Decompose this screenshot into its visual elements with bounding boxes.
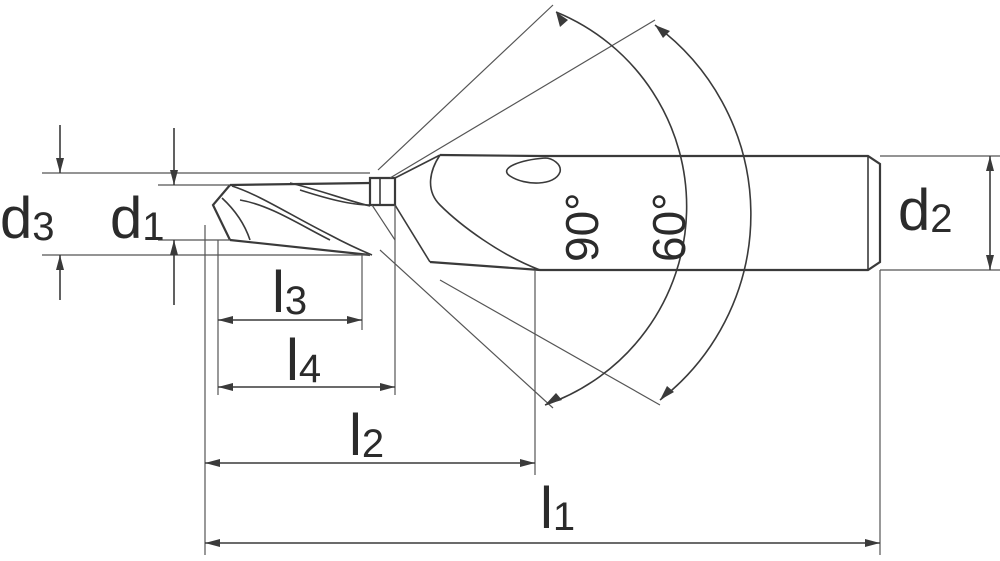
label-l1: l1 bbox=[540, 476, 575, 541]
extension-lines bbox=[42, 4, 1000, 555]
angle-60-label: 60° bbox=[643, 192, 695, 262]
drill-body bbox=[211, 153, 882, 272]
label-d3: d3 bbox=[0, 186, 55, 251]
dimension-labels: d3 d1 d2 l3 l4 l2 l1 90° 60° bbox=[0, 178, 953, 541]
label-l4: l4 bbox=[286, 328, 321, 393]
dimension-lines bbox=[56, 11, 994, 547]
label-d2: d2 bbox=[898, 178, 953, 243]
angle-90-label: 90° bbox=[556, 192, 608, 262]
label-l3: l3 bbox=[272, 260, 307, 325]
label-l2: l2 bbox=[349, 403, 384, 468]
label-d1: d1 bbox=[110, 186, 165, 251]
